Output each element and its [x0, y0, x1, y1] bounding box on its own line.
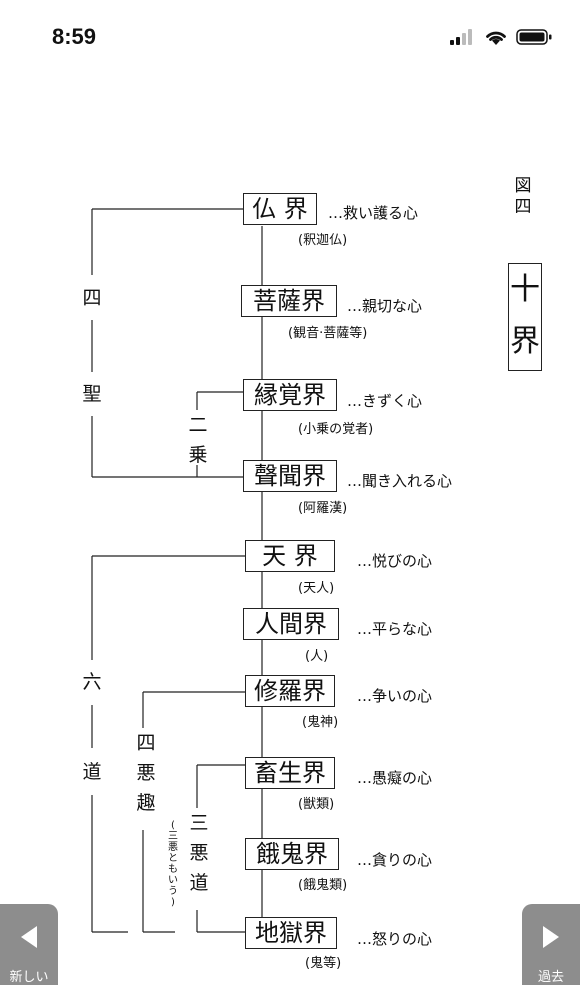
realm-buddha: 仏 界: [243, 193, 317, 225]
realm-hell-desc: …怒りの心: [357, 930, 433, 948]
realm-pratyekabuddha-desc: …きずく心: [347, 392, 423, 410]
group-six-paths-2: 道: [82, 761, 102, 783]
battery-icon: [516, 29, 552, 45]
realm-sravaka: 聲聞界: [243, 460, 337, 492]
group-three-evil: 三 悪 道: [189, 812, 209, 894]
realm-hell: 地獄界: [245, 917, 337, 949]
realm-asura-desc: …争いの心: [357, 687, 433, 705]
group-four-evil: 四 悪 趣: [136, 732, 156, 814]
wifi-icon: [486, 31, 506, 45]
realm-bodhisattva-desc: …親切な心: [347, 297, 423, 315]
realm-animal: 畜生界: [245, 757, 335, 789]
cellular-signal-icon: [450, 29, 472, 45]
group-four-saints-1: 四: [82, 287, 102, 309]
realm-hell-sub: (鬼等): [305, 956, 342, 971]
realm-animal-sub: (獣類): [298, 797, 335, 812]
realm-hungry-ghost: 餓鬼界: [245, 838, 339, 870]
realm-heaven: 天 界: [245, 540, 335, 572]
realm-sravaka-sub: (阿羅漢): [298, 501, 348, 516]
triangle-left-icon: [21, 926, 37, 948]
older-label: 過去: [537, 970, 564, 985]
figure-number: 図 四: [514, 176, 532, 217]
realm-human-desc: …平らな心: [357, 620, 433, 638]
triangle-right-icon: [543, 926, 559, 948]
newer-label: 新しい: [9, 970, 49, 985]
realm-heaven-desc: …悦びの心: [357, 552, 433, 570]
status-bar: 8:59: [0, 0, 580, 70]
status-icons: [450, 26, 560, 48]
realm-bodhisattva: 菩薩界: [241, 285, 337, 317]
realm-pratyekabuddha: 縁覚界: [243, 379, 337, 411]
group-three-evil-note: ( 三 悪 と も い う ): [168, 820, 178, 908]
realm-pratyekabuddha-sub: (小乗の覚者): [298, 422, 374, 437]
realm-hungry-ghost-desc: …貪りの心: [357, 851, 433, 869]
realm-asura: 修羅界: [245, 675, 335, 707]
realm-buddha-sub: (釈迦仏): [298, 233, 348, 248]
group-four-saints-2: 聖: [82, 383, 102, 405]
newer-button[interactable]: 新しい: [0, 904, 58, 985]
group-two-vehicles: 二 乗: [188, 414, 208, 466]
realm-bodhisattva-sub: (観音·菩薩等): [288, 326, 368, 341]
older-button[interactable]: 過去: [522, 904, 580, 985]
realm-sravaka-desc: …聞き入れる心: [347, 472, 453, 490]
realm-asura-sub: (鬼神): [302, 715, 339, 730]
realm-human: 人間界: [243, 608, 339, 640]
status-time: 8:59: [52, 24, 97, 49]
realm-buddha-desc: …救い護る心: [328, 204, 419, 222]
realm-hungry-ghost-sub: (餓鬼類): [298, 878, 348, 893]
realm-animal-desc: …愚癡の心: [357, 769, 433, 787]
group-six-paths-1: 六: [82, 671, 102, 693]
realm-human-sub: (人): [305, 649, 329, 664]
figure-title: 十 界: [508, 263, 542, 371]
realm-heaven-sub: (天人): [298, 581, 335, 596]
